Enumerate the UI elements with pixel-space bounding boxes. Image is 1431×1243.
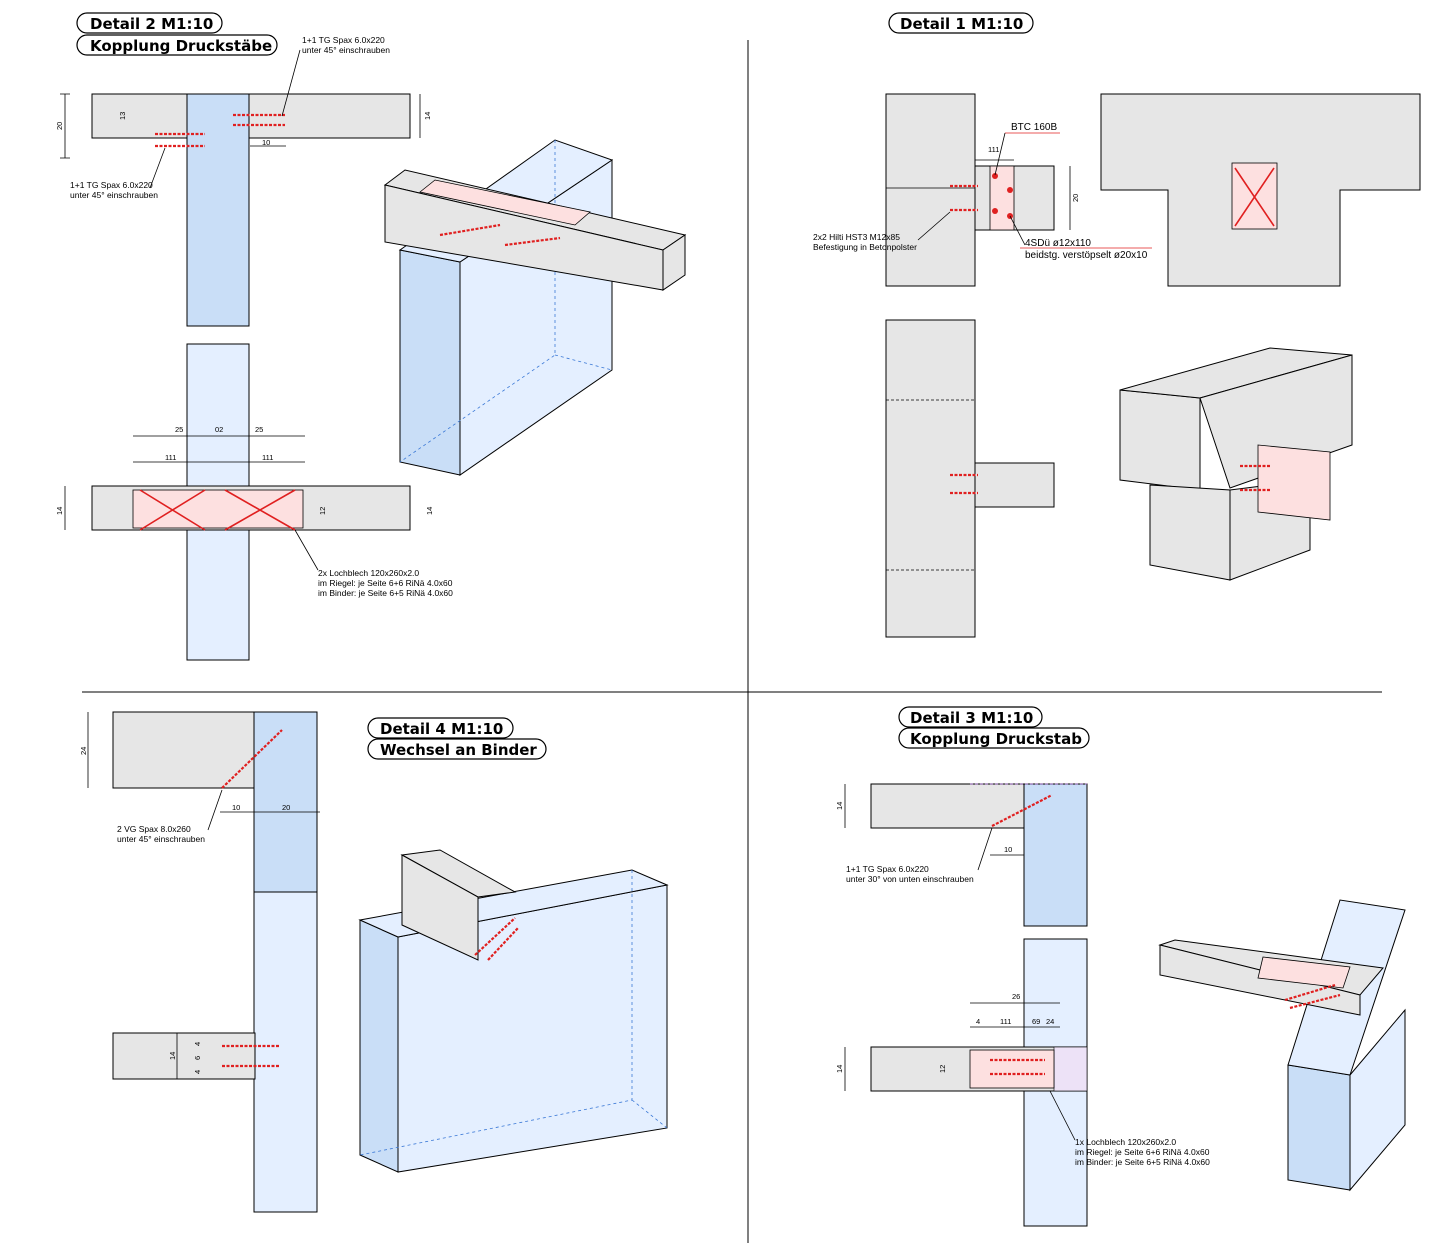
svg-text:4: 4	[976, 1017, 980, 1026]
d2-note-spax-top-2: unter 45° einschrauben	[302, 45, 390, 55]
svg-text:25: 25	[175, 425, 183, 434]
detail-1: Detail 1 M1:10 BTC 160B 111 20 2x2 Hilti…	[813, 12, 1421, 638]
d2-note-lochblech-3: im Binder: je Seite 6+5 RiNä 4.0x60	[318, 588, 453, 598]
svg-text:14: 14	[835, 1065, 844, 1073]
d3-note-spax-2: unter 30° von unten einschrauben	[846, 874, 974, 884]
d1-beam-stub	[974, 165, 1055, 231]
d4-isometric	[358, 849, 669, 1173]
d1-note-sdu-1: 4SDü ø12x110	[1025, 238, 1091, 249]
d4-binder-bottom	[253, 891, 318, 1213]
svg-text:111: 111	[1000, 1017, 1011, 1026]
svg-text:14: 14	[835, 802, 844, 810]
svg-text:14: 14	[168, 1052, 177, 1060]
d2-note-spax-left-2: unter 45° einschrauben	[70, 190, 158, 200]
d2-note-spax-left-1: 1+1 TG Spax 6.0x220	[70, 180, 153, 190]
d2-note-spax-top-1: 1+1 TG Spax 6.0x220	[302, 35, 385, 45]
d4-secondary-beam	[112, 711, 256, 789]
d3-binder-top	[1023, 783, 1088, 927]
svg-text:14: 14	[425, 507, 434, 515]
d2-lochblech	[132, 489, 304, 529]
detail-3-title: Detail 3 M1:10	[910, 709, 1033, 727]
d3-note-lochblech-1: 1x Lochblech 120x260x2.0	[1075, 1137, 1176, 1147]
svg-text:111: 111	[988, 145, 999, 154]
svg-text:14: 14	[55, 507, 64, 515]
svg-text:111: 111	[262, 453, 273, 462]
d2-note-lochblech-1: 2x Lochblech 120x260x2.0	[318, 568, 419, 578]
d4-binder-top	[253, 711, 318, 893]
detail-4: Detail 4 M1:10 Wechsel an Binder 24 10 2…	[79, 711, 669, 1213]
detail-4-subtitle: Wechsel an Binder	[380, 741, 537, 759]
d1-note-hilti-1: 2x2 Hilti HST3 M12x85	[813, 232, 900, 242]
svg-text:20: 20	[1071, 194, 1080, 202]
d2-screws-left	[155, 132, 205, 148]
d1-note-btc: BTC 160B	[1011, 122, 1057, 133]
d4-note-spax-2: unter 45° einschrauben	[117, 834, 205, 844]
detail-3: Detail 3 M1:10 Kopplung Druckstab 14 10 …	[835, 706, 1406, 1227]
svg-text:6: 6	[193, 1056, 202, 1060]
d3-note-spax-1: 1+1 TG Spax 6.0x220	[846, 864, 929, 874]
detail-3-subtitle: Kopplung Druckstab	[910, 730, 1082, 748]
detail-2-title: Detail 2 M1:10	[90, 15, 213, 33]
d2-note-lochblech-2: im Riegel: je Seite 6+6 RiNä 4.0x60	[318, 578, 453, 588]
svg-text:12: 12	[318, 507, 327, 515]
svg-text:25: 25	[255, 425, 263, 434]
svg-text:10: 10	[1004, 845, 1012, 854]
svg-text:20: 20	[282, 803, 290, 812]
d1-column-side	[885, 319, 976, 638]
svg-text:69: 69	[1032, 1017, 1040, 1026]
svg-text:111: 111	[165, 453, 176, 462]
d3-note-lochblech-3: im Binder: je Seite 6+5 RiNä 4.0x60	[1075, 1157, 1210, 1167]
detail-2-subtitle: Kopplung Druckstäbe	[90, 37, 272, 55]
d1-column	[885, 93, 976, 287]
detail-4-title: Detail 4 M1:10	[380, 720, 503, 738]
d1-isometric	[1119, 347, 1353, 581]
detail-2: Detail 2 M1:10 Kopplung Druckstäbe 20 13…	[55, 12, 687, 661]
svg-text:24: 24	[79, 747, 88, 755]
svg-text:10: 10	[232, 803, 240, 812]
d4-note-spax-1: 2 VG Spax 8.0x260	[117, 824, 191, 834]
d1-note-hilti-2: Befestigung in Betonpolster	[813, 242, 917, 252]
d3-isometric	[1158, 899, 1406, 1192]
svg-text:26: 26	[1012, 992, 1020, 1001]
svg-text:13: 13	[118, 112, 127, 120]
d3-lochblech	[969, 1049, 1055, 1089]
d3-note-lochblech-2: im Riegel: je Seite 6+6 RiNä 4.0x60	[1075, 1147, 1210, 1157]
svg-text:10: 10	[262, 138, 270, 147]
d2-isometric	[383, 139, 687, 476]
detail-1-title: Detail 1 M1:10	[900, 15, 1023, 33]
d1-note-sdu-2: beidstg. verstöpselt ø20x10	[1025, 250, 1148, 261]
detail-2-title-pill: Detail 2 M1:10 Kopplung Druckstäbe	[76, 12, 278, 56]
d4-secondary-beam-side	[112, 1032, 256, 1080]
svg-text:4: 4	[193, 1070, 202, 1074]
d2-screws-right	[233, 113, 285, 127]
svg-text:12: 12	[938, 1065, 947, 1073]
svg-text:20: 20	[55, 122, 64, 130]
svg-text:4: 4	[193, 1042, 202, 1046]
svg-text:02: 02	[215, 425, 223, 434]
d2-post-top	[186, 93, 250, 327]
svg-text:14: 14	[423, 112, 432, 120]
svg-text:24: 24	[1046, 1017, 1054, 1026]
